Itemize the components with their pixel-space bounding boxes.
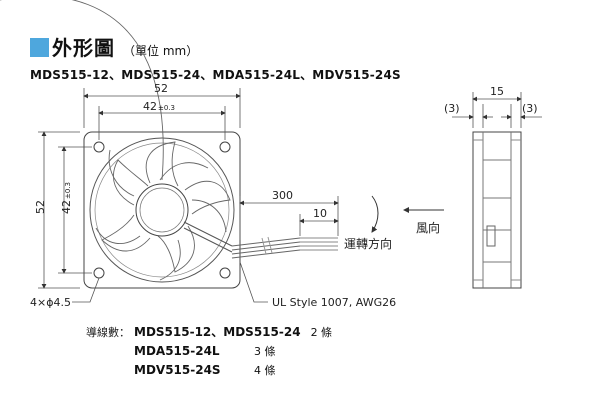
dim-height-hole: 42±0.3 bbox=[60, 182, 73, 214]
side-view bbox=[472, 131, 522, 289]
lead-cable bbox=[231, 236, 338, 259]
flange-right: (3) bbox=[522, 102, 538, 115]
cable-length: 300 bbox=[272, 189, 293, 202]
flange-left: (3) bbox=[444, 102, 460, 115]
fan-venturi bbox=[89, 137, 235, 283]
dim-width-hole: 42±0.3 bbox=[143, 100, 175, 113]
mount-hole bbox=[219, 267, 231, 279]
side-dimensions bbox=[452, 92, 542, 128]
models-line: MDS515-12、MDS515-24、MDA515-24L、MDV515-24… bbox=[30, 68, 401, 82]
rotation-arrow bbox=[371, 195, 379, 233]
header-square-icon bbox=[30, 38, 49, 57]
lead-count-table: 導線數： MDS515-12、MDS515-24 2 條 MDA515-24L … bbox=[86, 322, 332, 379]
unit-label: （單位 mm） bbox=[123, 44, 199, 58]
airflow-label: 風向 bbox=[416, 220, 440, 235]
lead-row-models: MDA515-24L bbox=[134, 343, 220, 358]
rotation-label: 運轉方向 bbox=[344, 236, 392, 251]
lead-row-count: 3 條 bbox=[254, 344, 276, 358]
hole-note: 4×ϕ4.5 bbox=[30, 296, 71, 309]
strip-length: 10 bbox=[313, 207, 327, 220]
side-depth: 15 bbox=[490, 85, 504, 98]
section-title: 外形圖 bbox=[52, 36, 115, 60]
cable-spec: UL Style 1007, AWG26 bbox=[272, 296, 396, 309]
front-view bbox=[0, 0, 241, 289]
fan-hub bbox=[135, 183, 189, 237]
lead-row-models: MDS515-12、MDS515-24 bbox=[134, 325, 301, 339]
section-header: 外形圖 （單位 mm） bbox=[30, 32, 198, 61]
lead-row-count: 2 條 bbox=[310, 325, 333, 339]
lead-row-count: 4 條 bbox=[254, 363, 276, 377]
lead-row: MDA515-24L 3 條 bbox=[86, 341, 332, 360]
mount-hole bbox=[93, 267, 105, 279]
lead-row: MDV515-24S 4 條 bbox=[86, 360, 332, 379]
front-dimensions bbox=[38, 88, 339, 303]
fan-blades bbox=[0, 0, 231, 281]
lead-count-label: 導線數： bbox=[86, 325, 130, 339]
lead-row: 導線數： MDS515-12、MDS515-24 2 條 bbox=[86, 322, 332, 341]
mount-hole bbox=[219, 141, 231, 153]
dim-width-total: 52 bbox=[154, 82, 168, 95]
lead-row-models: MDV515-24S bbox=[134, 362, 221, 377]
dim-height-total: 52 bbox=[34, 200, 47, 214]
side-frame bbox=[472, 131, 522, 289]
mount-hole bbox=[93, 141, 105, 153]
